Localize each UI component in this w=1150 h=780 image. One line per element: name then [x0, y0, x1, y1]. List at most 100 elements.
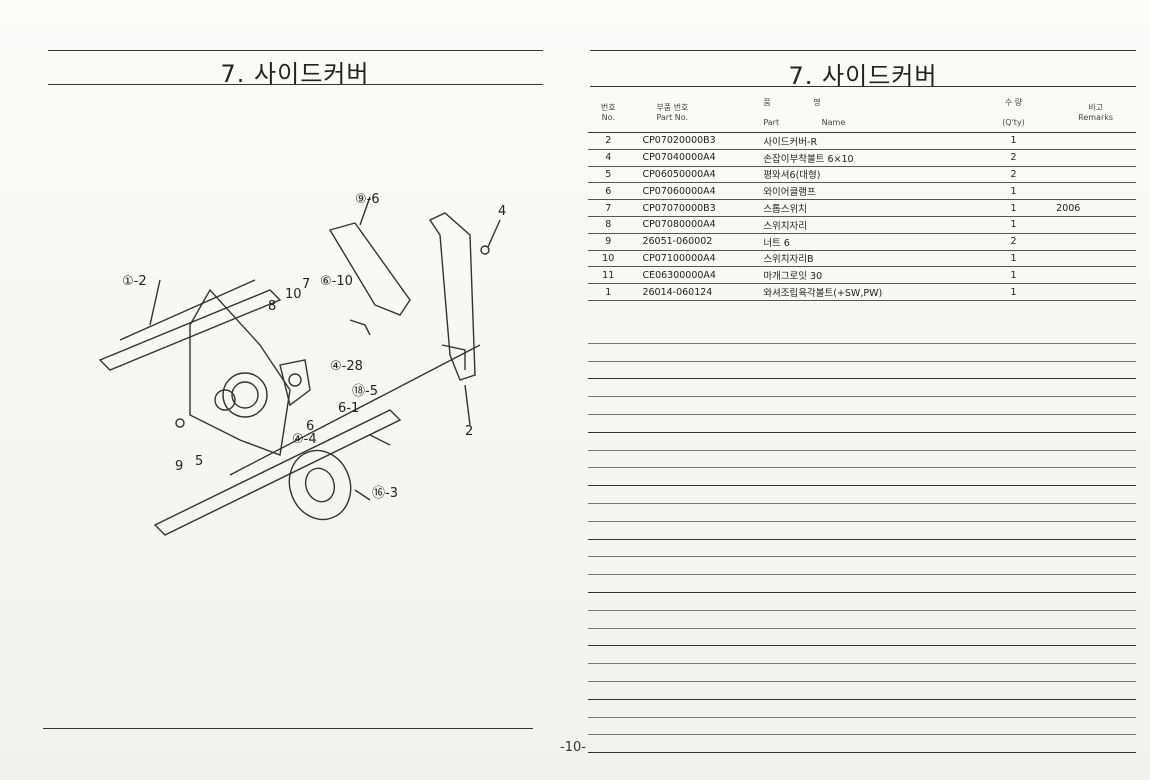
left-title-rule-bottom	[48, 84, 543, 85]
row-part-name: 평와셔6(대형)	[759, 166, 985, 184]
row-part-no: CP07100000A4	[628, 250, 760, 268]
row-no: 6	[588, 182, 629, 201]
row-part-no: CE06300000A4	[628, 266, 760, 285]
callout-16-3: ⑯-3	[372, 486, 398, 501]
callout-4-28: ④-28	[330, 359, 363, 374]
callout-6-10: ⑥-10	[320, 274, 353, 289]
ruled-line	[588, 646, 1136, 665]
ruled-line	[588, 575, 1136, 593]
row-remarks	[1042, 182, 1136, 201]
col-header-name: 품 명 Part Name	[759, 92, 985, 133]
row-no: 4	[588, 149, 629, 167]
left-section-title: 7. 사이드커버	[220, 60, 370, 88]
wire-end	[369, 434, 391, 446]
row-no: 2	[588, 132, 629, 150]
row-qty: 1	[984, 266, 1043, 285]
row-part-no: CP07060000A4	[628, 182, 760, 201]
row-qty: 1	[984, 250, 1043, 268]
ruled-line	[588, 344, 1136, 362]
row-part-name: 스톱스위치	[759, 199, 985, 217]
bearing-inner	[231, 381, 259, 409]
row-part-name: 와셔조립육각볼트(+SW,PW)	[759, 283, 985, 301]
ruled-line	[588, 611, 1136, 629]
row-remarks	[1042, 283, 1136, 301]
callout-4: 4	[498, 204, 506, 219]
parts-table: 번호 No. 부품 번호 Part No. 품 명 Part Name 수 량 …	[588, 92, 1136, 301]
left-title-rule-top	[48, 50, 543, 51]
row-no: 10	[588, 250, 629, 268]
row-remarks	[1042, 216, 1136, 234]
ruled-line	[588, 451, 1136, 469]
switch-hole	[288, 373, 302, 387]
leader-2	[359, 196, 371, 226]
ruled-line	[588, 735, 1136, 754]
ruled-line	[588, 504, 1136, 522]
row-qty: 2	[984, 166, 1043, 184]
callout-6-1: 6-1	[338, 401, 359, 416]
cover-plate	[328, 222, 411, 316]
row-part-no: CP07080000A4	[628, 216, 760, 234]
row-part-no: CP07020000B3	[628, 132, 760, 150]
callout-2: 2	[465, 424, 473, 439]
row-qty: 2	[984, 149, 1043, 167]
diagram-drawing: ①-2 ⑨-6 4 10 7 ⑥-10 8 ④-28 ⑱-5 6-1 6 ④-4…	[98, 192, 506, 536]
callout-9: 9	[175, 459, 183, 474]
shaft-line	[229, 344, 481, 476]
ruled-line	[588, 629, 1136, 647]
right-title-rule-bottom	[590, 86, 1136, 87]
page-number: -10-	[560, 740, 586, 755]
parts-table-header: 번호 No. 부품 번호 Part No. 품 명 Part Name 수 량 …	[588, 92, 1136, 133]
side-cover-flange	[441, 344, 466, 370]
ruled-line	[588, 540, 1136, 558]
frame-bar-upper	[98, 289, 282, 371]
ruled-line	[588, 557, 1136, 576]
ruled-line	[588, 718, 1136, 736]
frame-bar-line	[119, 279, 256, 341]
row-part-name: 너트 6	[759, 233, 985, 251]
row-qty: 2	[984, 233, 1043, 251]
callout-5: 5	[195, 454, 203, 469]
row-remarks	[1042, 149, 1136, 167]
leader-15	[354, 489, 371, 501]
row-qty: 1	[984, 216, 1043, 234]
row-qty: 1	[984, 182, 1043, 201]
row-qty: 1	[984, 132, 1043, 150]
leader-1	[149, 279, 161, 326]
ruled-line	[588, 397, 1136, 415]
row-part-no: CP07040000A4	[628, 149, 760, 167]
row-part-name: 손잡이부착볼트 6×10	[759, 149, 985, 167]
row-no: 7	[588, 199, 629, 217]
bearing-small	[214, 389, 236, 411]
bolt-4	[480, 245, 490, 255]
row-no: 1	[588, 283, 629, 301]
col-header-part-no: 부품 번호 Part No.	[628, 92, 760, 133]
frame-bar-lower	[153, 409, 402, 536]
row-no: 5	[588, 166, 629, 184]
switch-bracket	[279, 359, 311, 407]
row-remarks	[1042, 250, 1136, 268]
leader-3	[487, 219, 501, 248]
pulley-outer	[288, 449, 352, 521]
row-no: 9	[588, 233, 629, 251]
row-remarks	[1042, 266, 1136, 285]
row-remarks	[1042, 233, 1136, 251]
row-remarks	[1042, 166, 1136, 184]
right-panel: 7. 사이드커버 번호 No. 부품 번호 Part No. 품 명 Part …	[588, 48, 1138, 754]
ruled-line	[588, 486, 1136, 504]
col-header-remarks: 비고 Remarks	[1042, 92, 1136, 133]
ruled-line	[588, 379, 1136, 398]
ruled-line	[588, 415, 1136, 433]
ruled-line	[588, 522, 1136, 540]
row-part-no: CP06050000A4	[628, 166, 760, 184]
row-qty: 1	[984, 199, 1043, 217]
blank-ruled-lines	[588, 326, 1136, 754]
